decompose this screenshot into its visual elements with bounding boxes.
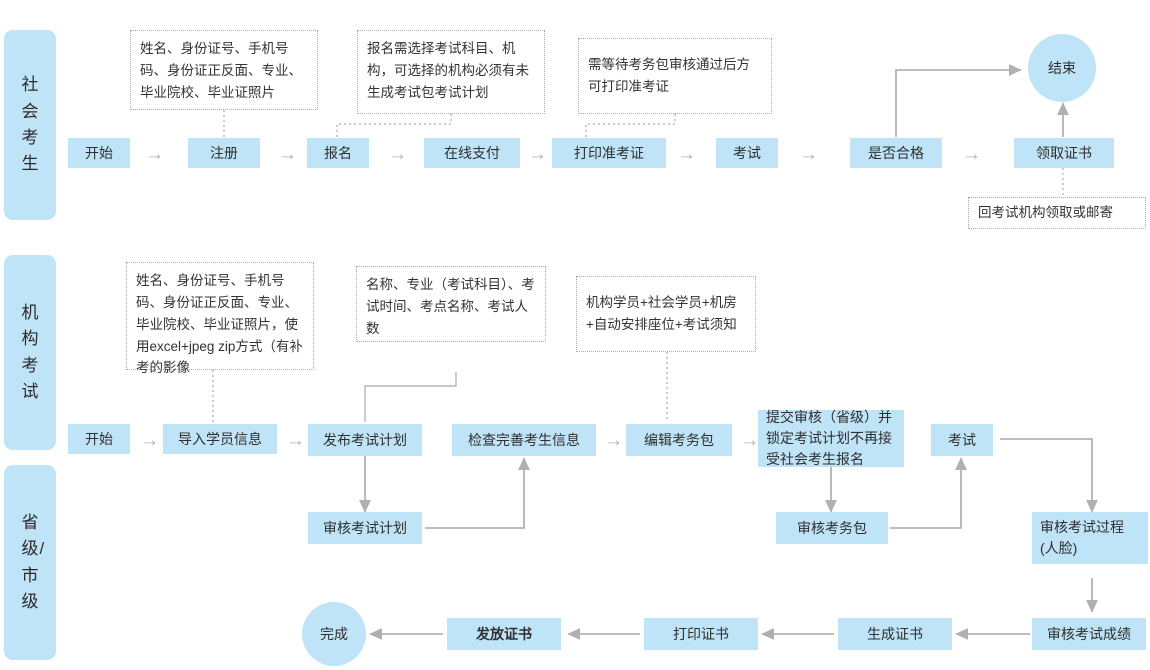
- lane-institution-text: 机构考试: [21, 302, 40, 401]
- node-submit-review-lock[interactable]: 提交审核（省级）并锁定考试计划不再接受社会考生报名: [758, 409, 904, 467]
- note-register: 姓名、身份证号、手机号码、身份证正反面、专业、毕业院校、毕业证照片: [130, 30, 318, 110]
- node-review-exam-process-label: 审核考试过程(人脸): [1040, 519, 1124, 556]
- node-register-label: 注册: [210, 144, 238, 161]
- node-generate-certificate[interactable]: 生成证书: [838, 618, 952, 650]
- node-print-certificate[interactable]: 打印证书: [644, 618, 758, 650]
- node-review-score-label: 审核考试成绩: [1047, 625, 1131, 642]
- node-get-certificate-label: 领取证书: [1036, 144, 1092, 161]
- node-signup-label: 报名: [324, 144, 352, 161]
- arrow-register-to-signup: →: [278, 144, 297, 165]
- note-print-admission: 需等待考务包审核通过后方可打印准考证: [578, 38, 772, 114]
- node-import-students-label: 导入学员信息: [178, 430, 262, 447]
- arrow-package-to-submit: →: [740, 430, 759, 451]
- node-edit-exam-package[interactable]: 编辑考务包: [626, 424, 732, 456]
- note-print-admission-text: 需等待考务包审核通过后方可打印准考证: [588, 57, 750, 94]
- node-print-admission-label: 打印准考证: [574, 144, 644, 161]
- node-is-qualified-label: 是否合格: [868, 144, 924, 161]
- node-review-package[interactable]: 审核考务包: [776, 512, 888, 544]
- node-review-exam-process[interactable]: 审核考试过程(人脸): [1032, 512, 1148, 564]
- arrow-check-to-package: →: [604, 430, 623, 451]
- node-generate-certificate-label: 生成证书: [867, 625, 923, 642]
- node-review-plan[interactable]: 审核考试计划: [308, 512, 422, 544]
- arrow-exam-to-qualified: →: [799, 144, 818, 165]
- note-register-text: 姓名、身份证号、手机号码、身份证正反面、专业、毕业院校、毕业证照片: [140, 41, 302, 100]
- node-end-label: 结束: [1048, 60, 1076, 76]
- node-check-candidate-info-label: 检查完善考生信息: [468, 431, 580, 448]
- note-exam-package: 机构学员+社会学员+机房+自动安排座位+考试须知: [576, 276, 756, 352]
- arrow-qualified-to-certificate: →: [962, 144, 981, 165]
- node-get-certificate[interactable]: 领取证书: [1014, 138, 1114, 168]
- node-exam[interactable]: 考试: [716, 138, 778, 168]
- node-inst-start-label: 开始: [85, 430, 113, 447]
- node-start-label: 开始: [85, 144, 113, 161]
- lane-label-province: 省级/市级: [4, 465, 56, 660]
- node-online-pay-label: 在线支付: [444, 144, 500, 161]
- arrow-start-to-register: →: [145, 144, 164, 165]
- note-signup: 报名需选择考试科目、机构，可选择的机构必须有未生成考试包考试计划: [357, 30, 545, 114]
- node-signup[interactable]: 报名: [307, 138, 369, 168]
- node-online-pay[interactable]: 在线支付: [424, 138, 520, 168]
- node-review-package-label: 审核考务包: [797, 519, 867, 536]
- node-review-plan-label: 审核考试计划: [323, 519, 407, 536]
- note-signup-text: 报名需选择考试科目、机构，可选择的机构必须有未生成考试包考试计划: [367, 41, 529, 100]
- node-issue-certificate[interactable]: 发放证书: [447, 618, 561, 650]
- arrow-import-to-publish: →: [286, 430, 305, 451]
- arrow-signup-to-pay: →: [388, 144, 407, 165]
- arrow-print-to-exam: →: [677, 144, 696, 165]
- node-print-certificate-label: 打印证书: [673, 625, 729, 642]
- note-get-certificate-text: 回考试机构领取或邮寄: [978, 205, 1113, 221]
- node-publish-plan[interactable]: 发布考试计划: [308, 424, 422, 456]
- node-register[interactable]: 注册: [188, 138, 260, 168]
- note-publish-plan-text: 名称、专业（考试科目）、考试时间、考点名称、考试人数: [366, 277, 535, 336]
- lane-label-institution: 机构考试: [4, 255, 56, 450]
- node-print-admission[interactable]: 打印准考证: [552, 138, 666, 168]
- lane-province-text: 省级/市级: [21, 512, 46, 611]
- node-submit-review-lock-label: 提交审核（省级）并锁定考试计划不再接受社会考生报名: [766, 409, 892, 467]
- note-exam-package-text: 机构学员+社会学员+机房+自动安排座位+考试须知: [586, 295, 737, 332]
- node-publish-plan-label: 发布考试计划: [323, 431, 407, 448]
- arrow-pay-to-print: →: [528, 144, 547, 165]
- node-review-score[interactable]: 审核考试成绩: [1032, 618, 1146, 650]
- node-import-students[interactable]: 导入学员信息: [163, 424, 277, 454]
- node-end-circle[interactable]: 结束: [1028, 34, 1096, 102]
- node-exam-label: 考试: [733, 144, 761, 161]
- note-import-students-text: 姓名、身份证号、手机号码、身份证正反面、专业、毕业院校、毕业证照片，使用exce…: [136, 273, 303, 376]
- note-publish-plan: 名称、专业（考试科目）、考试时间、考点名称、考试人数: [356, 266, 546, 342]
- node-issue-certificate-label: 发放证书: [476, 625, 532, 642]
- node-inst-exam-label: 考试: [948, 431, 976, 448]
- node-done-circle[interactable]: 完成: [302, 602, 366, 666]
- node-start[interactable]: 开始: [68, 138, 130, 168]
- arrow-inststart-to-import: →: [140, 430, 159, 451]
- node-check-candidate-info[interactable]: 检查完善考生信息: [452, 424, 596, 456]
- node-inst-exam[interactable]: 考试: [931, 424, 993, 456]
- note-get-certificate: 回考试机构领取或邮寄: [968, 197, 1146, 229]
- lane-label-social: 社会考生: [4, 30, 56, 220]
- node-is-qualified[interactable]: 是否合格: [850, 138, 942, 168]
- node-edit-exam-package-label: 编辑考务包: [644, 431, 714, 448]
- node-inst-start[interactable]: 开始: [68, 424, 130, 454]
- node-done-label: 完成: [320, 626, 348, 642]
- lane-social-text: 社会考生: [21, 75, 40, 174]
- note-import-students: 姓名、身份证号、手机号码、身份证正反面、专业、毕业院校、毕业证照片，使用exce…: [126, 262, 314, 375]
